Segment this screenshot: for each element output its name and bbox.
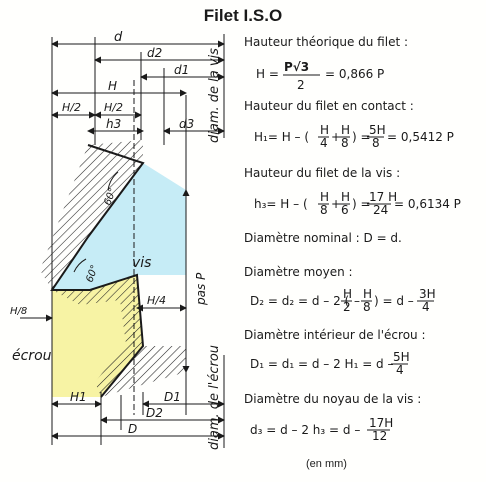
- label-d: d: [114, 30, 123, 45]
- label-pas: pas P: [194, 272, 208, 306]
- label-D1: D1: [164, 390, 181, 404]
- label-d1: d1: [174, 63, 189, 77]
- hatch-band-upper: [40, 140, 143, 290]
- units-caption: (en mm): [306, 458, 347, 470]
- svg-text:8: 8: [372, 136, 380, 150]
- svg-text:) =: ) =: [352, 197, 371, 211]
- label-H1: H1: [70, 390, 87, 404]
- svg-text:5H: 5H: [393, 350, 410, 364]
- svg-text:) = d –: ) = d –: [374, 294, 414, 308]
- vis-region: [52, 163, 186, 290]
- label-D: D: [128, 422, 137, 436]
- label-h3: h3: [106, 117, 121, 131]
- svg-text:H: H: [363, 287, 372, 301]
- svg-text:+: +: [331, 197, 341, 211]
- svg-text:4: 4: [320, 136, 328, 150]
- svg-text:3H: 3H: [419, 287, 436, 301]
- svg-text:H: H: [341, 190, 350, 204]
- label-H4: H/4: [147, 294, 166, 307]
- svg-text:–: –: [354, 294, 360, 308]
- label-vis: vis: [132, 255, 151, 271]
- f6-title: Diamètre intérieur de l'écrou :: [244, 328, 426, 342]
- svg-text:H: H: [343, 287, 352, 301]
- label-diam-vis: diam. de la vis: [207, 48, 222, 143]
- label-diam-ecrou: diam. de l'écrou: [207, 345, 222, 450]
- svg-text:6: 6: [341, 203, 349, 217]
- f6-a: D₁ = d₁ = d – 2 H₁ = d –: [250, 357, 394, 371]
- hatch-band-lower: [52, 275, 143, 397]
- f4-text: Diamètre nominal : D = d.: [244, 231, 402, 245]
- svg-text:8: 8: [320, 203, 328, 217]
- svg-text:24: 24: [373, 203, 388, 217]
- formula-panel: Hauteur théorique du filet : H = P√3 2 =…: [244, 35, 461, 443]
- label-d2: d2: [147, 46, 162, 60]
- svg-text:H: H: [320, 190, 329, 204]
- svg-text:+: +: [331, 130, 341, 144]
- hatch-band-bottom-right: [101, 346, 186, 397]
- f1-den: 2: [297, 78, 305, 92]
- svg-text:17H: 17H: [369, 416, 393, 430]
- svg-text:) =: ) =: [352, 130, 371, 144]
- figure-title: Filet I.S.O: [203, 6, 283, 25]
- svg-text:= 0,5412 P: = 0,5412 P: [387, 130, 454, 144]
- angle-arc-mid: [73, 258, 87, 273]
- label-H2-a: H/2: [62, 101, 81, 114]
- svg-text:4: 4: [396, 363, 404, 377]
- svg-text:2: 2: [343, 300, 351, 314]
- label-ecrou: écrou: [12, 348, 52, 364]
- f7-a: d₃ = d – 2 h₃ = d –: [250, 423, 360, 437]
- svg-text:8: 8: [363, 300, 371, 314]
- svg-text:= 0,6134 P: = 0,6134 P: [394, 197, 461, 211]
- f3-a: h₃= H – (: [254, 197, 308, 211]
- svg-text:12: 12: [372, 429, 387, 443]
- f5-title: Diamètre moyen :: [244, 265, 353, 279]
- f1-title: Hauteur théorique du filet :: [244, 35, 408, 49]
- label-H2-b: H/2: [104, 101, 123, 114]
- svg-text:H: H: [341, 123, 350, 137]
- label-H: H: [108, 79, 117, 93]
- svg-text:17 H: 17 H: [369, 190, 397, 204]
- label-H8: H/8: [10, 306, 27, 317]
- f1-lhs: H =: [256, 67, 279, 81]
- label-D2: D2: [146, 406, 163, 420]
- angle-arc-top: [107, 171, 119, 191]
- label-d3: d3: [179, 117, 194, 131]
- f2-title: Hauteur du filet en contact :: [244, 99, 414, 113]
- svg-text:5H: 5H: [369, 123, 386, 137]
- svg-text:4: 4: [422, 300, 430, 314]
- f1-num: P√3: [284, 60, 309, 74]
- f1-rhs: = 0,866 P: [325, 67, 384, 81]
- svg-text:H: H: [320, 123, 329, 137]
- f2-a: H₁= H – (: [254, 130, 309, 144]
- f7-title: Diamètre du noyau de la vis :: [244, 392, 421, 406]
- f5-a: D₂ = d₂ = d – 2 (: [250, 294, 349, 308]
- svg-text:8: 8: [341, 136, 349, 150]
- f3-title: Hauteur du filet de la vis :: [244, 166, 400, 180]
